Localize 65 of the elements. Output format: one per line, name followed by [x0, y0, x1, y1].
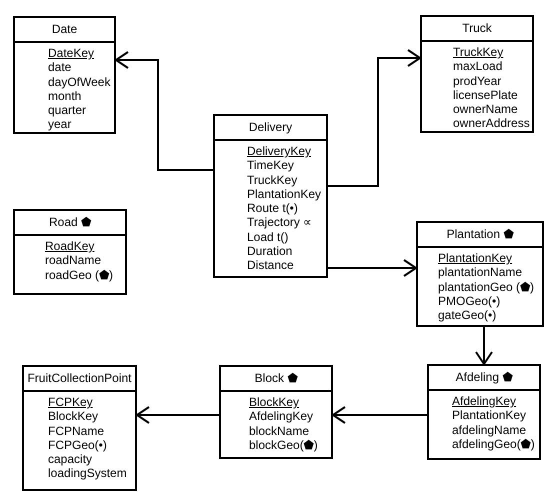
- entity-box: [213, 114, 328, 278]
- attribute-text: TimeKey: [247, 158, 294, 173]
- attribute-text: year: [48, 117, 72, 132]
- entity-name: Afdeling ⬟: [429, 366, 539, 391]
- entity-name: Plantation ⬟: [418, 223, 542, 248]
- attribute-text: ownerAddress: [453, 116, 530, 131]
- attribute-text: blockName: [249, 424, 310, 438]
- key-attribute: DeliveryKey: [247, 144, 312, 158]
- attribute-text: capacity: [48, 452, 92, 466]
- key-attribute: RoadKey: [45, 239, 94, 254]
- key-attribute: PlantationKey: [438, 251, 512, 266]
- attribute-text: FCPName: [48, 424, 104, 438]
- attribute-text: PlantationKey: [247, 186, 322, 202]
- attribute-text: loadingSystem: [48, 466, 127, 481]
- arrow: [475, 327, 493, 365]
- attribute-text: blockGeo(⬟): [249, 438, 318, 452]
- entity-box: [13, 16, 116, 134]
- attribute-text: Trajectory ∝: [247, 215, 312, 230]
- attribute-text: Distance: [247, 258, 294, 273]
- entity-box: [420, 15, 534, 133]
- entity-name: FruitCollectionPoint: [24, 367, 135, 392]
- attribute-text: gateGeo(•): [438, 308, 496, 322]
- entity-box: [22, 365, 137, 491]
- arrow: [332, 406, 427, 424]
- key-attribute: TruckKey: [453, 45, 504, 60]
- attribute-text: BlockKey: [48, 409, 98, 424]
- key-attribute: BlockKey: [249, 395, 300, 410]
- entity-name: Road ⬟: [15, 211, 125, 236]
- attribute-text: quarter: [48, 103, 86, 118]
- attribute-text: PMOGeo(•): [438, 294, 500, 308]
- entity-name: Delivery: [215, 116, 326, 141]
- attribute-text: dayOfWeek: [48, 74, 110, 89]
- arrow: [328, 49, 421, 187]
- arrow: [115, 51, 213, 171]
- entity-name: Date: [15, 18, 114, 43]
- attribute-text: roadGeo (⬟): [45, 268, 114, 282]
- attribute-text: roadName: [45, 253, 102, 268]
- attribute-text: maxLoad: [453, 59, 502, 74]
- attribute-text: month: [48, 88, 82, 104]
- attribute-text: FCPGeo(•): [48, 438, 107, 452]
- attribute-text: PlantationKey: [452, 408, 526, 423]
- attribute-text: date: [48, 60, 72, 75]
- key-attribute: FCPKey: [48, 395, 93, 410]
- attribute-text: Route t(•): [247, 201, 298, 216]
- entity-name: Block ⬟: [221, 367, 331, 392]
- attribute-text: plantationGeo (⬟): [438, 280, 534, 294]
- attribute-text: Load t(): [247, 230, 288, 244]
- attribute-text: afdelingName: [452, 422, 526, 437]
- arrow: [136, 406, 219, 424]
- entity-box: [416, 221, 544, 327]
- entity-box: [427, 364, 541, 460]
- entity-name: Truck: [422, 17, 532, 42]
- arrow: [328, 259, 417, 277]
- attribute-text: ownerName: [453, 102, 518, 116]
- attribute-text: licensePlate: [453, 88, 518, 102]
- attribute-text: prodYear: [453, 74, 502, 88]
- key-attribute: AfdelingKey: [452, 394, 516, 408]
- attribute-text: AfdelingKey: [249, 409, 314, 424]
- attribute-text: afdelingGeo(⬟): [452, 436, 535, 452]
- attribute-text: Duration: [247, 244, 292, 258]
- attribute-text: TruckKey: [247, 172, 298, 187]
- entity-box: [13, 209, 127, 295]
- key-attribute: DateKey: [48, 46, 94, 60]
- entity-box: [219, 365, 333, 459]
- attribute-text: plantationName: [438, 265, 522, 280]
